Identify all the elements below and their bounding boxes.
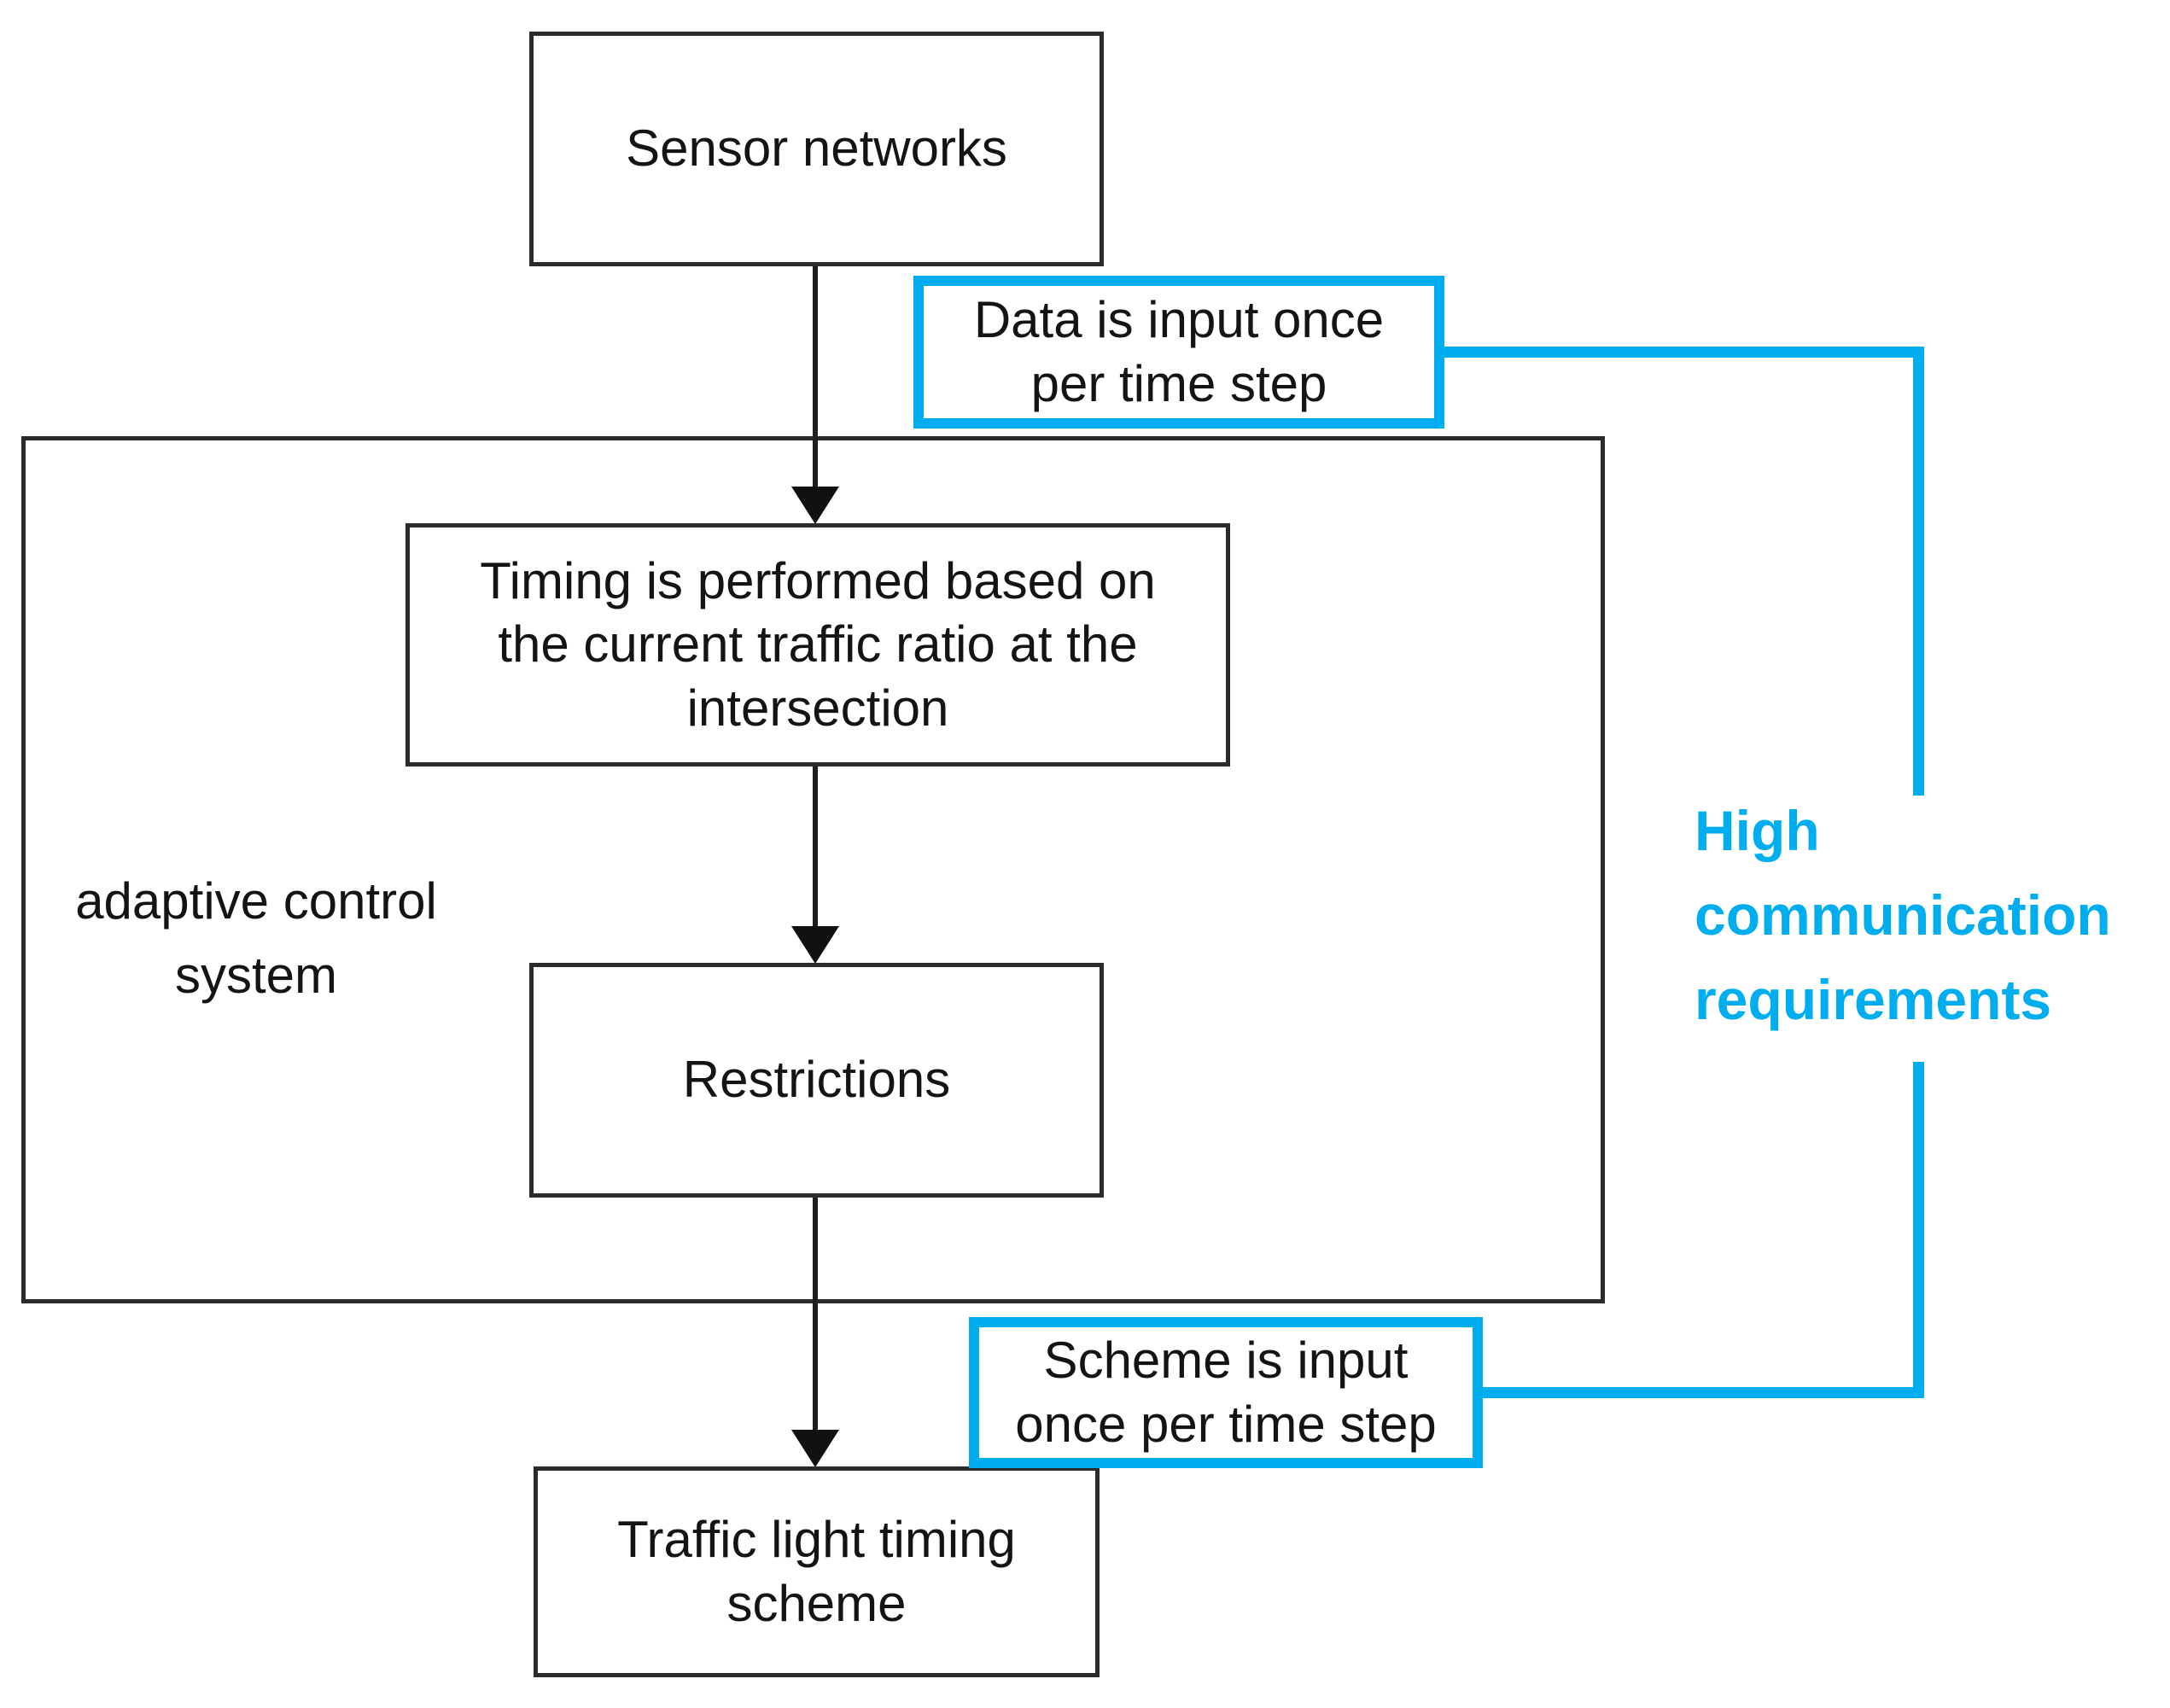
arrow-restrictions-to-traffic-line [813, 1198, 818, 1432]
sensor-networks-box: Sensor networks [529, 32, 1104, 266]
scheme-input-callout: Scheme is input once per time step [969, 1317, 1483, 1468]
data-input-callout: Data is input once per time step [913, 276, 1444, 428]
restrictions-box: Restrictions [529, 963, 1104, 1198]
arrow-sensor-to-timing-line [813, 265, 818, 493]
connector-bottom-horizontal [1477, 1387, 1924, 1398]
high-communication-label: High communication requirements [1695, 799, 2111, 1031]
traffic-light-timing-label: Traffic light timing scheme [617, 1511, 1016, 1632]
restrictions-label: Restrictions [682, 1051, 951, 1109]
connector-top-horizontal [1441, 347, 1924, 358]
scheme-input-label: Scheme is input once per time step [1015, 1332, 1437, 1453]
data-input-label: Data is input once per time step [973, 291, 1385, 412]
traffic-light-timing-box: Traffic light timing scheme [534, 1466, 1100, 1677]
timing-box: Timing is performed based on the current… [405, 523, 1230, 767]
timing-label: Timing is performed based on the current… [480, 551, 1156, 737]
arrow-timing-to-restrictions-head-icon [791, 926, 839, 964]
arrow-timing-to-restrictions-line [813, 767, 818, 929]
adaptive-control-system-label: adaptive control system [75, 872, 437, 1004]
arrow-restrictions-to-traffic-head-icon [791, 1430, 839, 1467]
arrow-sensor-to-timing-head-icon [791, 487, 839, 524]
sensor-networks-label: Sensor networks [626, 120, 1007, 178]
connector-bottom-vertical [1913, 1062, 1924, 1398]
connector-top-vertical [1913, 347, 1924, 796]
